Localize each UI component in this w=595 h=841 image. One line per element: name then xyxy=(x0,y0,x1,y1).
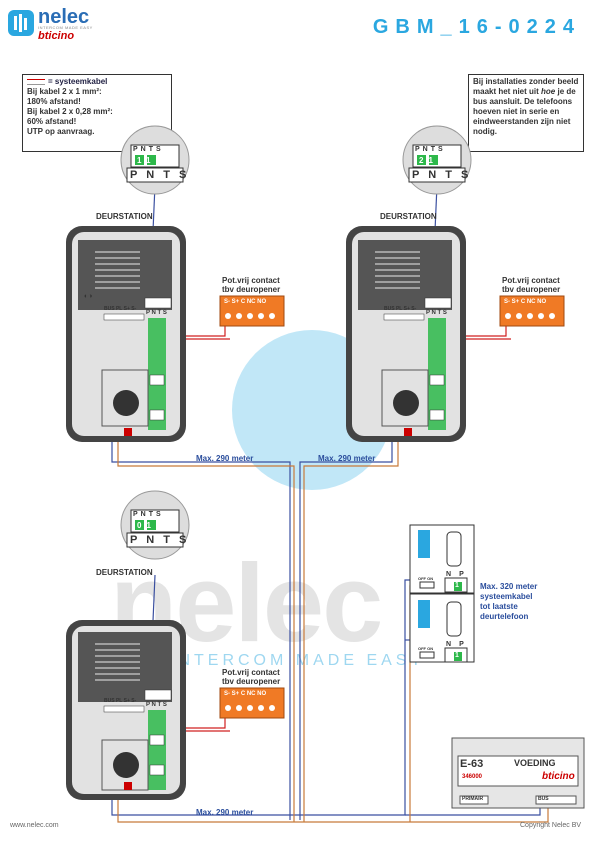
contact-block-2 xyxy=(499,295,565,327)
contact-block-1 xyxy=(219,295,285,327)
station-title-3: DEURSTATION xyxy=(96,568,153,577)
dip-zoom-3 xyxy=(120,490,190,560)
brand-name: nelec xyxy=(38,6,90,28)
cable-note-line: 60% afstand! xyxy=(27,117,77,126)
door-station-3 xyxy=(66,620,186,800)
panel-terminal-1: P N T S xyxy=(146,310,167,316)
dip-header-1: PNTS xyxy=(133,146,164,153)
install-note-emph: hoe xyxy=(541,87,556,96)
cable-note-title: = systeemkabel xyxy=(48,77,108,86)
dip-values-1: 11 xyxy=(137,156,156,165)
power-code: 346000 xyxy=(462,774,483,780)
watermark-sub: INTERCOM MADE EASY xyxy=(170,652,426,669)
dip-zoom-2 xyxy=(402,125,472,195)
panel-terminal-3: P N T S xyxy=(146,702,167,708)
dip-terminal-label-3: P N T S xyxy=(130,534,190,546)
dip-values-2: 21 xyxy=(419,156,438,165)
bus-terminal-2: BUS PL S+ S- xyxy=(384,306,417,312)
dip-header-3: PNTS xyxy=(133,511,164,518)
contact-terms-2: S- S+ C NC NO xyxy=(504,299,547,305)
phone-np-1: NP xyxy=(446,571,472,578)
install-note-text2: je de bus aansluit. De telefoons hoeven … xyxy=(473,87,576,136)
contact-terms-1: S- S+ C NC NO xyxy=(224,299,267,305)
cable-note-line: UTP op aanvraag. xyxy=(27,127,95,136)
phone-switch-1: OFF ON xyxy=(418,576,434,581)
dip-header-2: PNTS xyxy=(415,146,446,153)
footer-website: www.nelec.com xyxy=(10,822,59,829)
brand-sub: INTERCOM MADE EASY xyxy=(38,25,93,30)
contact-terms-3: S- S+ C NC NO xyxy=(224,691,267,697)
station-title-2: DEURSTATION xyxy=(380,212,437,221)
nelec-logo-icon xyxy=(8,10,34,36)
power-brand: bticino xyxy=(542,771,575,782)
dip-terminal-label-1: P N T S xyxy=(130,169,190,181)
power-title: VOEDING xyxy=(514,758,556,768)
contact-block-3 xyxy=(219,687,285,719)
document-code: GBM_16-0224 xyxy=(372,16,581,38)
partner-brand: bticino xyxy=(38,30,75,42)
phone-unit-2 xyxy=(409,593,475,663)
system-cable-icon xyxy=(27,78,45,85)
power-primair: PRIMAIR xyxy=(462,796,484,802)
svg-text:◐◑: ◐◑ xyxy=(84,293,92,300)
door-station-1: ◐◑ xyxy=(66,226,186,442)
station-title-1: DEURSTATION xyxy=(96,212,153,221)
phone-np-2: NP xyxy=(446,641,472,648)
panel-terminal-2: P N T S xyxy=(426,310,447,316)
install-note: Bij installaties zonder beeld maakt het … xyxy=(468,74,584,152)
power-model: E-63 xyxy=(460,758,484,770)
dip-zoom-1 xyxy=(120,125,190,195)
power-bus: BUS xyxy=(538,796,549,802)
phone-val-2: 1 xyxy=(455,652,459,659)
distance-label-2: Max. 290 meter xyxy=(318,454,376,463)
dip-values-3: 01 xyxy=(137,521,156,530)
cable-note: = systeemkabel Bij kabel 2 x 1 mm²: 180%… xyxy=(22,74,172,152)
cable-note-line: Bij kabel 2 x 0,28 mm²: xyxy=(27,107,113,116)
door-station-2 xyxy=(346,226,466,442)
cable-note-line: 180% afstand! xyxy=(27,97,81,106)
bus-terminal-3: BUS PL S+ S- xyxy=(104,698,137,704)
phone-switch-2: OFF ON xyxy=(418,646,434,651)
phone-unit-1 xyxy=(409,524,475,594)
install-note-text: Bij installaties zonder beeld maakt het … xyxy=(473,77,579,96)
bus-terminal-1: BUS PL S+ S- xyxy=(104,306,137,312)
distance-label-3: Max. 290 meter xyxy=(196,808,254,817)
phone-val-1: 1 xyxy=(455,582,459,589)
power-supply-unit xyxy=(451,737,585,809)
dip-terminal-label-2: P N T S xyxy=(412,169,472,181)
distance-label-1: Max. 290 meter xyxy=(196,454,254,463)
cable-note-line: Bij kabel 2 x 1 mm²: xyxy=(27,87,102,96)
footer-copyright: Copyright Nelec BV xyxy=(520,822,582,829)
